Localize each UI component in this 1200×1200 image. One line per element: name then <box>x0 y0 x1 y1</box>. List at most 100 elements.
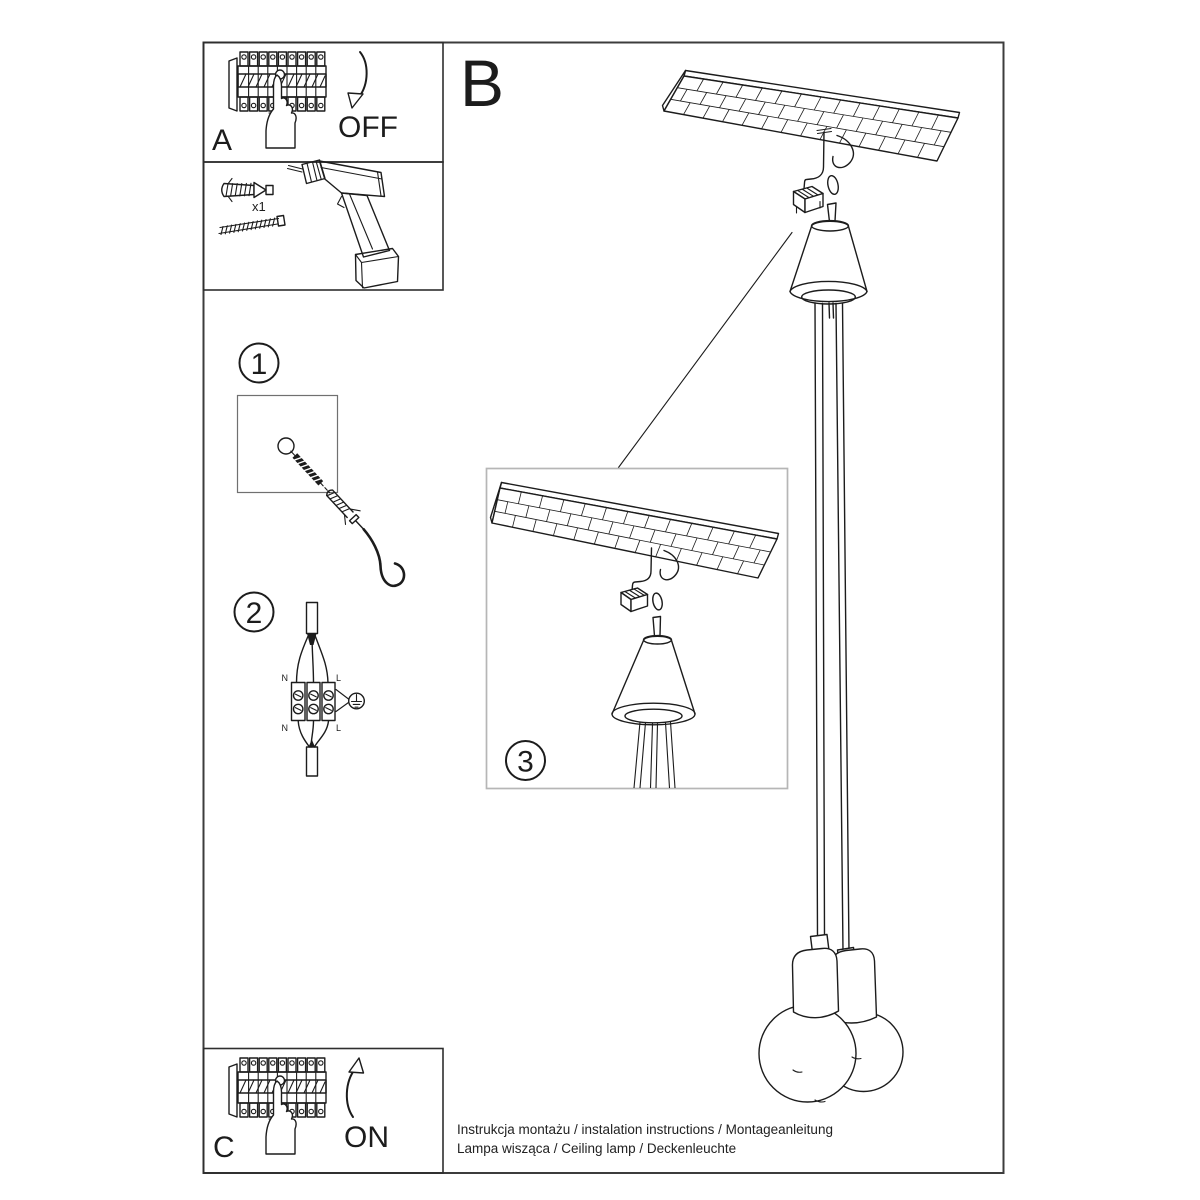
brick-line <box>573 527 578 541</box>
panel-c-box <box>202 1047 444 1174</box>
ceiling-hook-figure <box>792 127 855 223</box>
brick-line <box>774 90 783 104</box>
section-b: B <box>460 46 961 1103</box>
brick-line <box>566 513 572 526</box>
brick-line <box>741 112 750 126</box>
brick-line <box>665 519 671 533</box>
brick-line <box>794 93 802 107</box>
pendant-cords-figure <box>814 302 850 952</box>
brick-line <box>833 99 841 114</box>
canopy-cone-figure <box>789 219 868 305</box>
step-3-badge <box>505 740 546 781</box>
footer-line-2: Lampa wisząca / Ceiling lamp / Deckenleu… <box>457 1141 736 1156</box>
brick-line <box>753 549 761 564</box>
drill-hole-figure <box>277 437 295 455</box>
brick-line <box>504 501 509 514</box>
brick-line <box>950 117 959 133</box>
section-b-letter: B <box>460 46 504 120</box>
brick-line <box>719 95 727 108</box>
inset-canopy-cone-figure <box>611 634 696 726</box>
brick-line <box>878 136 886 151</box>
brick-line <box>770 538 778 553</box>
brick-line <box>737 560 744 574</box>
brick-line <box>757 564 765 579</box>
step-1-badge <box>238 342 280 384</box>
brick-line <box>716 81 724 95</box>
brick-line <box>670 98 945 148</box>
brick-line <box>707 527 714 541</box>
brick-line <box>670 533 677 547</box>
brick-line <box>602 507 607 520</box>
brick-line <box>931 114 939 130</box>
brick-line <box>676 75 685 88</box>
step-2-badge <box>233 591 275 633</box>
brick-line <box>581 503 586 516</box>
brick-line <box>892 108 900 123</box>
callout-line <box>617 231 793 469</box>
footer-line-1: Instrukcja montażu / instalation instruc… <box>457 1122 833 1137</box>
on-label: ON <box>344 1121 389 1154</box>
brick-line <box>758 101 766 115</box>
brick-line <box>897 139 906 155</box>
panel-a: OFF A <box>212 51 398 157</box>
brick-line <box>738 98 747 112</box>
panel-c: ON C <box>213 1057 389 1164</box>
footer: Instrukcja montażu / instalation instruc… <box>457 1122 833 1156</box>
step-1-number: 1 <box>251 348 268 381</box>
brick-line <box>608 521 614 535</box>
brick-line <box>813 96 822 111</box>
brick-line <box>894 124 903 139</box>
brick-line <box>702 105 711 119</box>
brick-line <box>491 511 496 524</box>
brick-line <box>780 119 789 133</box>
brick-line <box>512 515 516 528</box>
brick-line <box>800 122 808 137</box>
brick-line <box>587 517 593 531</box>
brick-line <box>872 105 881 120</box>
brick-line <box>839 129 847 144</box>
step-2: 2 N L N L <box>233 591 366 777</box>
terminal-block-figure <box>290 681 336 722</box>
on-arrow-icon <box>345 1057 365 1118</box>
circuit-breaker-off-figure <box>228 51 327 149</box>
wire-label-n-top: N <box>282 673 289 683</box>
brick-line <box>518 491 522 504</box>
brick-line <box>732 545 740 559</box>
step-3-number: 3 <box>517 746 534 779</box>
brick-line <box>539 495 543 508</box>
brick-line <box>735 84 744 98</box>
ground-symbol-icon <box>335 688 366 713</box>
brick-line <box>623 511 629 524</box>
brick-line <box>546 509 551 522</box>
brick-line <box>691 537 698 551</box>
brick-line <box>553 523 558 536</box>
brick-line <box>532 519 537 532</box>
brick-line <box>855 117 864 132</box>
off-label: OFF <box>338 111 398 144</box>
wall-plug-icon <box>221 177 274 203</box>
brick-line <box>933 130 942 146</box>
brick-line <box>914 127 923 142</box>
panel-c-letter: C <box>213 1131 235 1164</box>
brick-line <box>722 109 730 122</box>
brick-line <box>749 534 757 549</box>
detail-inset: 3 <box>485 467 789 790</box>
step-1: 1 <box>236 342 406 588</box>
brick-line <box>858 132 867 147</box>
off-arrow-icon <box>347 51 368 109</box>
bulb-socket-figure <box>758 933 904 1103</box>
brick-line <box>680 89 688 102</box>
ceiling-square-figure <box>236 394 339 494</box>
outer-border <box>202 41 1005 1174</box>
wire-label-n-bottom: N <box>282 723 289 733</box>
tools: x1 <box>218 159 400 289</box>
brick-line <box>525 505 530 518</box>
inset-hook-figure <box>620 547 680 637</box>
brick-line <box>716 556 724 570</box>
brick-line <box>699 92 708 105</box>
brick-line <box>875 121 883 135</box>
wire-label-l-bottom: L <box>336 723 341 733</box>
lamp-cable-figure <box>297 720 330 777</box>
